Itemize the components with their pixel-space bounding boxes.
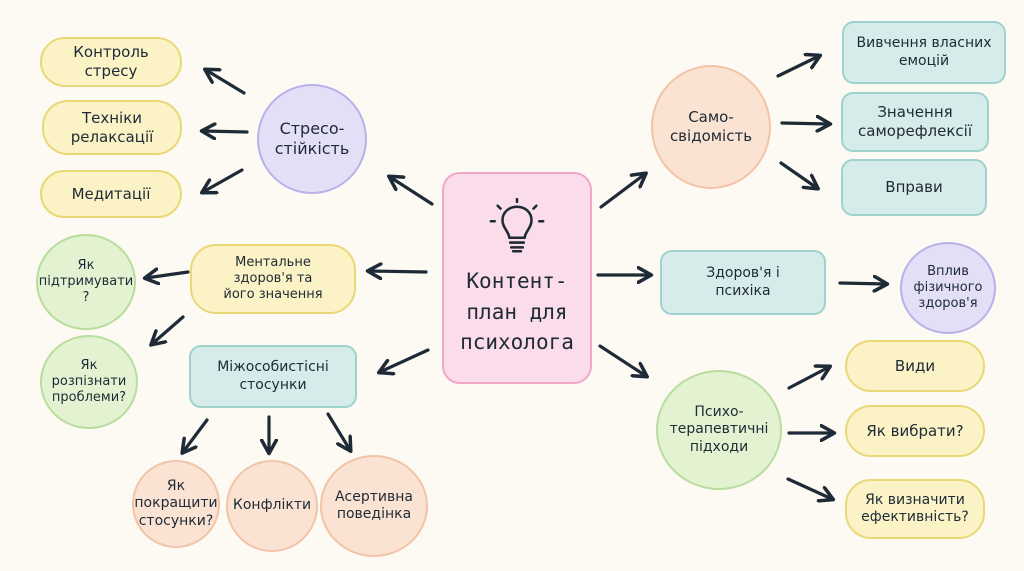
- leaf-awareness-emotions: Вивчення власних емоцій: [842, 21, 1006, 84]
- arrow-health-to-physical: [838, 283, 886, 284]
- center-node: Контент- план для психолога: [442, 172, 592, 384]
- leaf-awareness-exercises: Вправи: [841, 159, 987, 216]
- leaf-mental-recognize: Як розпізнати проблеми?: [40, 335, 138, 429]
- center-title: Контент- план для психолога: [460, 269, 574, 355]
- arrow-mental-to-support: [146, 272, 190, 278]
- leaf-therapy-choose: Як вибрати?: [845, 405, 985, 457]
- arrow-therapy-to-types: [787, 367, 829, 390]
- leaf-stress-control: Контроль стресу: [40, 37, 182, 87]
- arrow-center-to-relations: [380, 348, 430, 372]
- leaf-relations-improve: Як покращити стосунки?: [132, 460, 220, 548]
- leaf-awareness-reflection: Значення саморефлексії: [841, 92, 989, 152]
- leaf-mental-support: Як підтримувати ?: [36, 234, 136, 330]
- arrow-center-to-therapy: [598, 344, 646, 376]
- arrow-center-to-stress: [390, 177, 434, 206]
- branch-therapy: Психо- терапевтичні підходи: [656, 370, 782, 490]
- branch-self-awareness: Само- свідомість: [651, 65, 771, 189]
- arrow-awareness-to-emotions: [776, 56, 819, 78]
- leaf-relations-conflicts: Конфлікти: [226, 460, 318, 552]
- branch-mental-health: Ментальне здоров'я та його значення: [190, 244, 356, 314]
- arrow-stress-to-control: [206, 70, 246, 95]
- leaf-stress-relaxation: Техніки релаксації: [42, 100, 182, 155]
- branch-health: Здоров'я і психіка: [660, 250, 826, 315]
- arrow-stress-to-relaxation: [203, 131, 249, 132]
- arrow-awareness-to-exercises: [779, 161, 817, 188]
- arrow-center-to-awareness: [599, 174, 645, 209]
- branch-stress: Стресо- стійкість: [257, 84, 367, 194]
- branch-relations: Міжособистісні стосунки: [189, 345, 357, 408]
- arrow-therapy-to-effectiveness: [786, 477, 832, 499]
- branch-stress-label: Стресо- стійкість: [274, 119, 350, 158]
- lightbulb-icon: [489, 198, 545, 253]
- arrow-mental-to-recognize: [152, 315, 185, 344]
- arrow-center-to-mental: [369, 271, 428, 272]
- leaf-health-physical: Вплив фізичного здоров'я: [900, 242, 996, 334]
- leaf-therapy-effectiveness: Як визначити ефективність?: [845, 479, 985, 539]
- arrow-relations-to-improve: [183, 418, 209, 452]
- arrow-awareness-to-reflection: [780, 123, 829, 124]
- leaf-stress-meditation: Медитації: [40, 170, 182, 218]
- arrow-stress-to-meditation: [203, 168, 244, 192]
- leaf-relations-assertive: Асертивна поведінка: [320, 455, 428, 557]
- arrow-relations-to-assertive: [326, 412, 350, 450]
- leaf-therapy-types: Види: [845, 340, 985, 392]
